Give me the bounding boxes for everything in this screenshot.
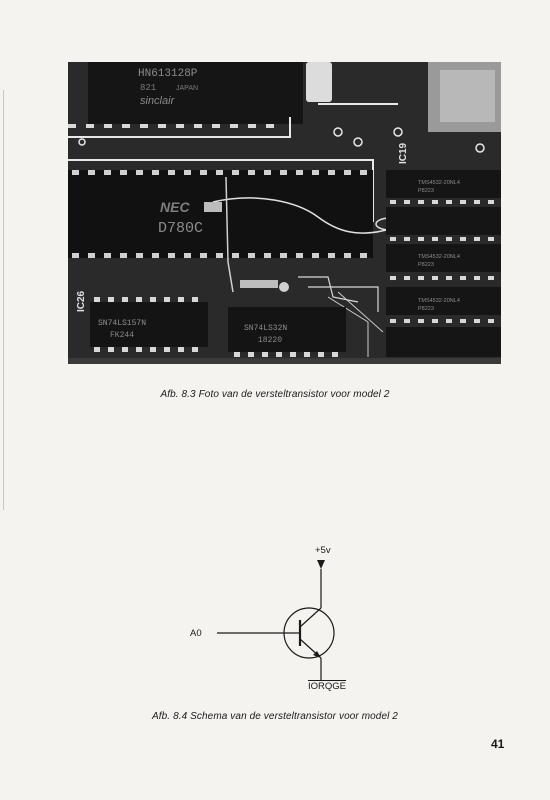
schematic-drawing: [217, 560, 335, 680]
rom-brand: sinclair: [140, 95, 176, 107]
ls32-date: 18220: [258, 336, 282, 345]
rom-label-2: 821: [140, 83, 156, 93]
ram-label-3: TMS4532-20NL4: [418, 298, 460, 304]
photo-caption: Afb. 8.3 Foto van de versteltransistor v…: [160, 389, 390, 400]
ram-date-1: P8223: [418, 188, 434, 194]
ic19-label: IC19: [398, 142, 409, 164]
ram-label-1: TMS4532-20NL4: [418, 180, 460, 186]
ram-label-2: TMS4532-20NL4: [418, 254, 460, 260]
collector-line: [299, 607, 322, 628]
circuit-board-photo: HN613128P 821 JAPAN sinclair IC19: [68, 62, 501, 364]
page-number: 41: [491, 737, 505, 751]
ram-date-2: P8223: [418, 262, 434, 268]
cpu-brand: NEC: [160, 199, 190, 215]
cpu-label: D780C: [158, 220, 203, 237]
vcc-label: +5v: [315, 545, 331, 556]
rom-label-3: JAPAN: [176, 85, 198, 92]
iorqge-label: IORQGE: [308, 681, 347, 692]
schema-caption: Afb. 8.4 Schema van de versteltransistor…: [152, 711, 398, 722]
a0-label: A0: [190, 628, 202, 639]
ls32-label: SN74LS32N: [244, 324, 287, 333]
emitter-arrow: [313, 651, 321, 658]
ls157-date: FK244: [110, 331, 134, 340]
rom-label-1: HN613128P: [138, 68, 198, 80]
ic26-label: IC26: [76, 290, 87, 312]
transistor-schematic: +5v A0 IORQGE: [180, 540, 380, 700]
ram-date-3: P8223: [418, 306, 434, 312]
vcc-arrow: [317, 560, 325, 569]
scan-edge: [3, 90, 4, 510]
ls157-label: SN74LS157N: [98, 319, 146, 328]
